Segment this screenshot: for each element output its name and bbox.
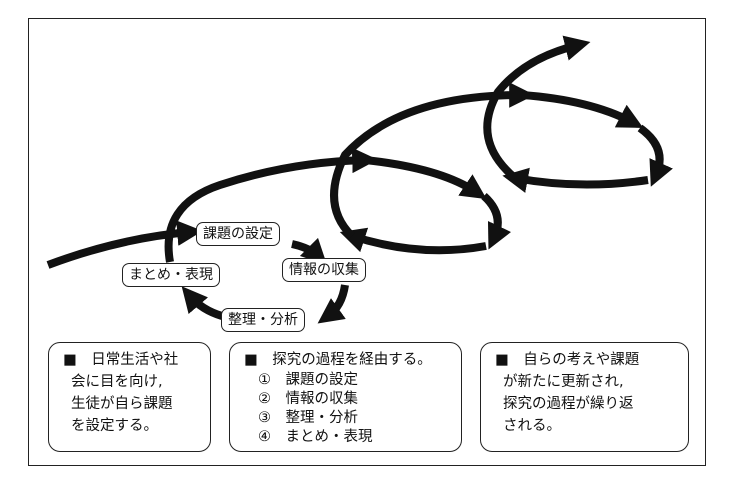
note-line: される。 bbox=[503, 418, 561, 434]
list-item: ② 情報の収集 bbox=[258, 391, 358, 407]
arrow-loop2-bottom bbox=[339, 227, 487, 255]
note-line: が新たに更新され, bbox=[503, 374, 624, 390]
arrow-summary-up bbox=[164, 147, 378, 263]
arrow-collect-to-analyze bbox=[317, 284, 349, 324]
arrow-loop3-top bbox=[521, 91, 644, 128]
arrow-loop3-up bbox=[483, 35, 591, 182]
note-line: ■ 日常生活や社 bbox=[63, 352, 179, 368]
list-item: ③ 整理・分析 bbox=[258, 410, 358, 426]
list-item: ① 課題の設定 bbox=[258, 372, 358, 388]
arrow-loop2-top bbox=[364, 156, 487, 200]
note-line: を設定する。 bbox=[71, 418, 158, 434]
note-line: 会に目を向け, bbox=[71, 374, 163, 390]
note-line: ■ 自らの考えや課題 bbox=[495, 352, 640, 368]
arrow-loop3-bottom bbox=[502, 167, 649, 193]
step-set-topic: 課題の設定 bbox=[196, 222, 280, 246]
note-line: 生徒が自ら課題 bbox=[71, 396, 173, 412]
arrow-analyze-to-summary bbox=[181, 286, 224, 320]
arrow-loop2-up bbox=[330, 82, 535, 239]
arrow-loop2-right bbox=[481, 193, 512, 250]
note-inquiry-process: ■ 探究の過程を経由する。 ① 課題の設定 ② 情報の収集 ③ 整理・分析 ④ … bbox=[229, 342, 462, 452]
step-analyze: 整理・分析 bbox=[221, 308, 305, 332]
note-title: ■ 探究の過程を経由する。 bbox=[244, 352, 432, 368]
arrow-loop3-right bbox=[637, 124, 673, 187]
note-daily-life: ■ 日常生活や社 会に目を向け, 生徒が自ら課題 を設定する。 bbox=[48, 342, 211, 452]
note-line: 探究の過程が繰り返 bbox=[503, 396, 634, 412]
note-repeat: ■ 自らの考えや課題 が新たに更新され, 探究の過程が繰り返 される。 bbox=[480, 342, 689, 452]
arrow-set-to-collect bbox=[291, 237, 328, 266]
step-summarize: まとめ・表現 bbox=[122, 263, 220, 287]
list-item: ④ まとめ・表現 bbox=[258, 429, 373, 445]
diagram-frame bbox=[28, 18, 706, 466]
step-collect-info: 情報の収集 bbox=[282, 258, 366, 282]
